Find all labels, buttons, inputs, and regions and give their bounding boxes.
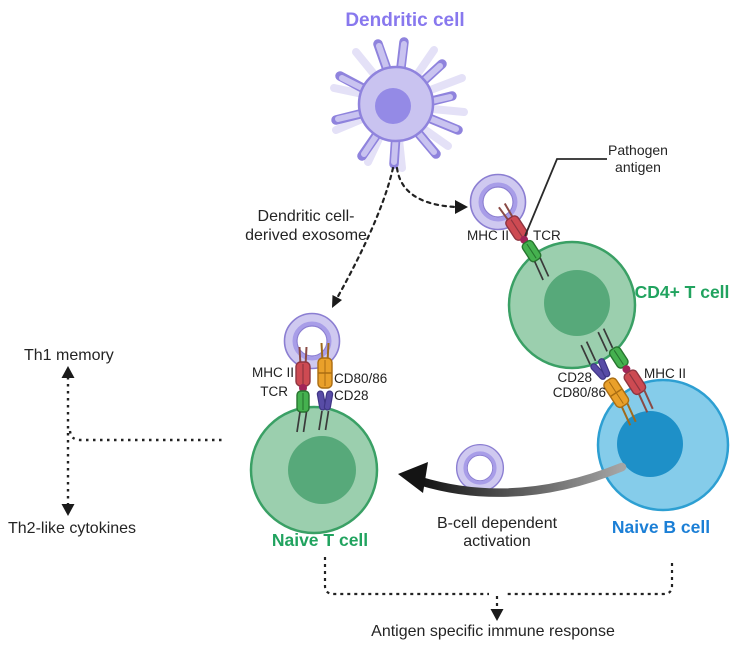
cd8086-left-label: CD80/86	[334, 371, 387, 386]
mhc2-left-label: MHC II	[252, 365, 294, 380]
th1-memory-label: Th1 memory	[24, 347, 114, 364]
arrowhead-response	[490, 609, 504, 621]
bottom-connectors	[323, 557, 674, 611]
dashed-arrow-dc-to-left-exosome	[334, 166, 395, 302]
dashed-line-naive-b-to-response	[505, 563, 674, 596]
dashed-arrows	[334, 166, 458, 302]
dendritic-cell-label: Dendritic cell	[345, 10, 464, 31]
arrowhead-right-exosome	[455, 200, 468, 214]
dashed-line-to-naive-t	[68, 430, 224, 442]
exosome-ring-icon-small	[457, 445, 504, 492]
pathogen-antigen-label-line2: antigen	[615, 159, 661, 175]
th-axis-lines	[66, 377, 224, 505]
tcr-right-label: TCR	[533, 228, 561, 243]
antigen-response-label: Antigen specific immune response	[371, 623, 615, 640]
naive-t-cell-label: Naive T cell	[272, 530, 368, 550]
naive-b-cell-label: Naive B cell	[612, 517, 710, 537]
bcell-activation-label-line2: activation	[463, 533, 531, 550]
dendritic-cell-illustration	[330, 37, 468, 172]
dce-label-line2: derived exosome	[245, 227, 367, 244]
cd8086-interface-label: CD80/86	[553, 385, 606, 400]
activation-arrow-icon	[415, 462, 627, 497]
activation-arrowhead	[398, 462, 428, 493]
cd4-t-cell-label: CD4+ T cell	[635, 282, 730, 302]
naive-t-cell	[249, 405, 379, 535]
mhc2-interface-label: MHC II	[644, 366, 686, 381]
th2-cytokines-label: Th2-like cytokines	[8, 520, 136, 537]
dashed-line-naive-t-to-response	[323, 557, 489, 596]
pathogen-antigen-label-line1: Pathogen	[608, 142, 668, 158]
arrowhead-th2	[61, 504, 75, 516]
bcell-activation-label-line1: B-cell dependent	[437, 515, 558, 532]
cd28-interface-label: CD28	[557, 370, 592, 385]
cd4-t-cell-nucleus	[544, 270, 610, 336]
arrowhead-th1	[61, 366, 75, 378]
dce-label-line1: Dendritic cell-	[258, 208, 355, 225]
arrowhead-left-exosome	[332, 295, 342, 308]
naive-b-cell-nucleus	[617, 411, 683, 477]
pathogen-antigen-leader-line	[524, 158, 607, 237]
cd28-left-label: CD28	[334, 388, 369, 403]
mhc2-right-label: MHC II	[467, 228, 509, 243]
naive-t-cell-nucleus	[288, 436, 356, 504]
dashed-arrow-dc-to-right-exosome	[395, 166, 458, 209]
tcr-left-label: TCR	[260, 384, 288, 399]
dendritic-cell-nucleus	[375, 88, 411, 124]
